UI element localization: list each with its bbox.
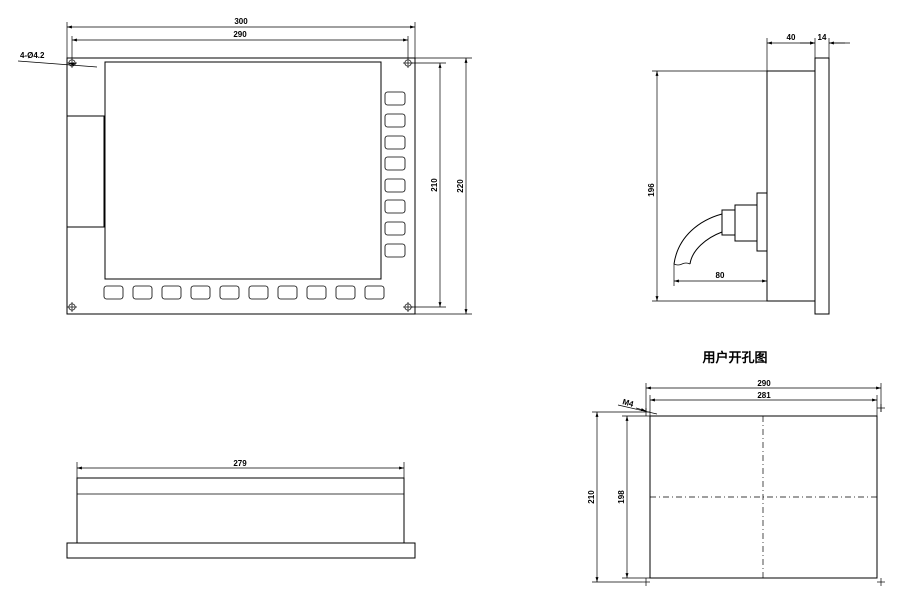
side-key bbox=[384, 178, 406, 193]
cutout-hole-spacing-width-dimension: 290 bbox=[757, 379, 771, 388]
side-key bbox=[384, 113, 406, 128]
side-bezel bbox=[814, 57, 830, 315]
side-view: 40 14 196 80 bbox=[647, 33, 850, 315]
side-key bbox=[384, 135, 406, 150]
bottom-key bbox=[306, 285, 327, 300]
side-cable-clearance-dimension: 80 bbox=[716, 271, 725, 280]
front-view: 300 290 4-Ø4.2 bbox=[17, 17, 472, 315]
cable-connector bbox=[673, 192, 768, 266]
bottom-key bbox=[248, 285, 269, 300]
bottom-keys bbox=[103, 285, 385, 300]
cutout-hole-spacing-height-dimension: 210 bbox=[587, 490, 596, 504]
side-key bbox=[384, 156, 406, 171]
bottom-key bbox=[103, 285, 124, 300]
bottom-key bbox=[364, 285, 385, 300]
bottom-key bbox=[277, 285, 298, 300]
side-key bbox=[384, 199, 406, 214]
side-body-depth-dimension: 40 bbox=[787, 33, 796, 42]
bottom-key bbox=[132, 285, 153, 300]
front-hole-spacing-width-dimension: 290 bbox=[233, 30, 247, 39]
display-screen bbox=[104, 61, 382, 280]
side-key bbox=[384, 91, 406, 106]
mounting-hole bbox=[67, 302, 77, 312]
bottom-key bbox=[219, 285, 240, 300]
cutout-height-dimension: 198 bbox=[617, 490, 626, 504]
cutout-width-dimension: 281 bbox=[757, 391, 771, 400]
bottom-body bbox=[76, 477, 405, 544]
bottom-view: 279 bbox=[66, 459, 416, 559]
bottom-key bbox=[190, 285, 211, 300]
side-key bbox=[384, 243, 406, 258]
side-slot bbox=[66, 115, 105, 228]
side-body bbox=[766, 70, 816, 302]
front-overall-height-dimension: 220 bbox=[456, 179, 465, 193]
hole-thread-callout: M4 bbox=[621, 397, 635, 409]
front-width-dimension: 300 bbox=[234, 17, 248, 26]
bottom-width-dimension: 279 bbox=[233, 459, 247, 468]
side-bezel-thickness-dimension: 14 bbox=[818, 33, 827, 42]
side-key bbox=[384, 221, 406, 236]
bottom-bezel bbox=[66, 542, 416, 559]
bottom-key bbox=[335, 285, 356, 300]
side-height-dimension: 196 bbox=[647, 183, 656, 197]
front-panel-outline bbox=[66, 57, 416, 315]
hole-marker bbox=[642, 578, 650, 586]
bottom-key bbox=[161, 285, 182, 300]
front-hole-spacing-height-dimension: 210 bbox=[430, 178, 439, 192]
hole-marker bbox=[877, 578, 885, 586]
hole-marker bbox=[877, 404, 885, 412]
side-keys bbox=[384, 91, 406, 258]
cutout-view: 用户开孔图 290 281 M4 210 198 bbox=[587, 350, 885, 586]
cutout-title: 用户开孔图 bbox=[701, 350, 767, 366]
mounting-hole-callout: 4-Ø4.2 bbox=[20, 51, 45, 60]
